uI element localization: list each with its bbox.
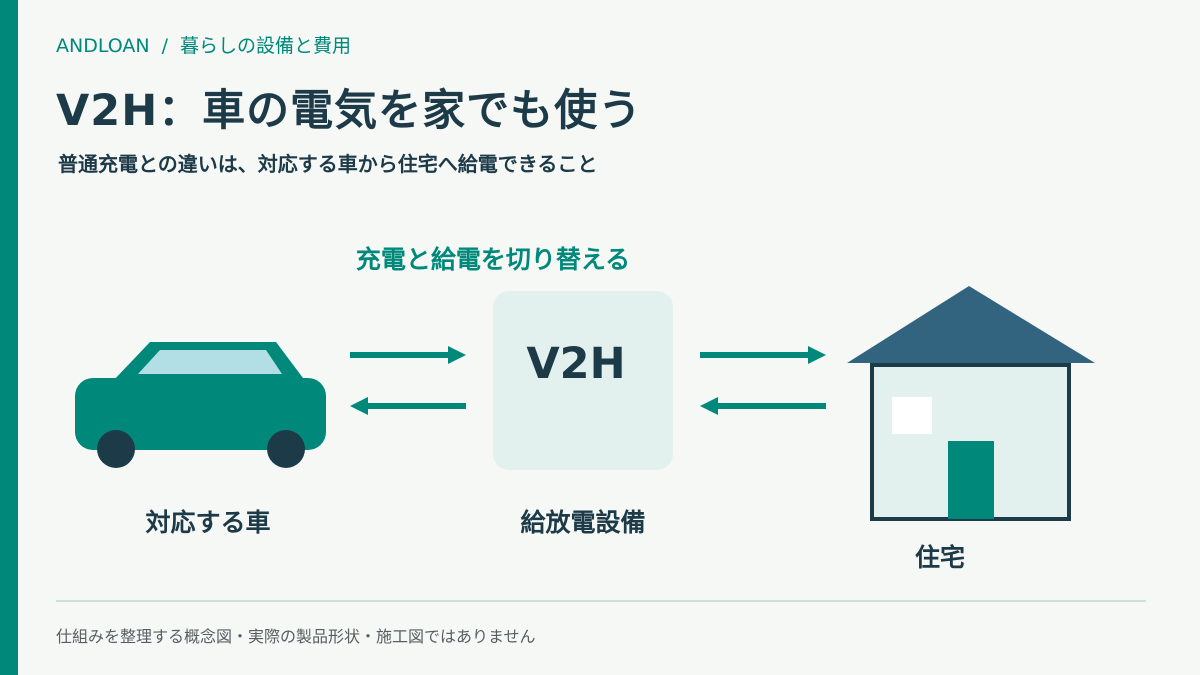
- accent-bar: [0, 0, 18, 675]
- car-icon: [75, 342, 326, 468]
- breadcrumb-brand: ANDLOAN: [56, 35, 150, 57]
- page-title: V2H：車の電気を家でも使う: [56, 86, 643, 136]
- arrow-v2h-to-car: [350, 397, 466, 415]
- v2h-box: V2H: [493, 291, 673, 470]
- car-label: 対応する車: [145, 508, 271, 537]
- house-label: 住宅: [914, 543, 965, 572]
- diagram-caption: 充電と給電を切り替える: [355, 245, 631, 274]
- v2h-label: 給放電設備: [520, 508, 646, 537]
- breadcrumb-separator: /: [161, 35, 168, 57]
- breadcrumb-category: 暮らしの設備と費用: [180, 35, 352, 57]
- v2h-box-text: V2H: [526, 339, 625, 389]
- breadcrumb: ANDLOAN / 暮らしの設備と費用: [56, 31, 351, 58]
- arrow-v2h-to-house: [700, 346, 826, 364]
- house-icon: [847, 286, 1095, 521]
- footer-divider: [56, 600, 1146, 602]
- arrow-house-to-v2h: [700, 397, 826, 415]
- arrow-car-to-v2h: [350, 346, 466, 364]
- page-subtitle: 普通充電との違いは、対応する車から住宅へ給電できること: [58, 152, 598, 176]
- footer-note: 仕組みを整理する概念図・実際の製品形状・施工図ではありません: [56, 627, 536, 646]
